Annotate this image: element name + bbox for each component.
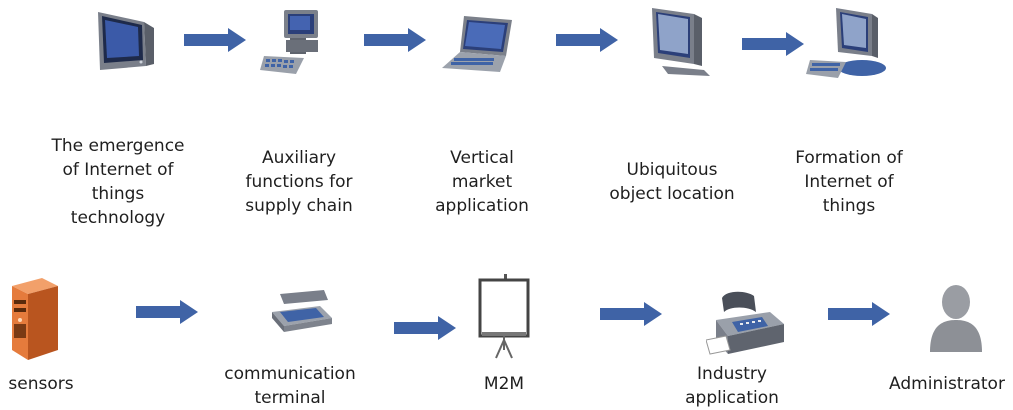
server-icon [4, 276, 64, 366]
node-label: Formation of Internet of things [795, 148, 903, 216]
flow-arrow [742, 32, 804, 56]
flow-arrow [184, 28, 246, 52]
node-label: The emergence of Internet of things tech… [51, 136, 185, 228]
projection-screen-icon [474, 274, 532, 370]
node-label: Vertical market application [435, 148, 529, 216]
node-label: sensors [8, 374, 74, 394]
crt-monitor-icon [92, 8, 160, 80]
user-icon [928, 282, 984, 356]
flow-arrow [364, 28, 426, 52]
flow-arrow [394, 316, 456, 340]
node-label: Auxiliary functions for supply chain [245, 148, 353, 216]
desktop-computer-icon [260, 8, 332, 82]
scanner-icon [270, 290, 334, 346]
node-label: Administrator [889, 374, 1005, 394]
fax-machine-icon [705, 290, 788, 360]
node-label: communication terminal [224, 364, 356, 408]
flow-arrow [556, 28, 618, 52]
flow-arrow [136, 300, 198, 324]
workstation-icon [806, 6, 886, 88]
flow-arrow [600, 302, 662, 326]
node-label: Industry application [685, 364, 779, 408]
node-label: M2M [483, 374, 525, 394]
node-label: Ubiquitous object location [609, 160, 735, 204]
flow-arrow [828, 302, 890, 326]
laptop-icon [438, 12, 518, 82]
flat-monitor-icon [648, 6, 716, 82]
